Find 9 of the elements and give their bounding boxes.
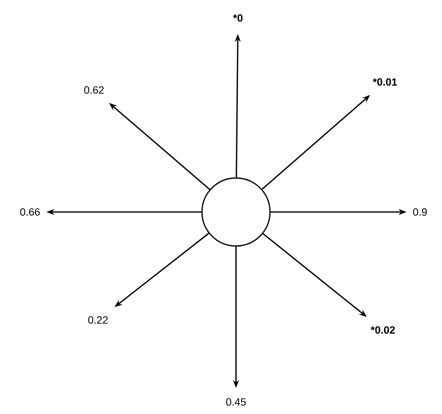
value-label: *0.02 — [370, 326, 395, 334]
circle-node — [201, 177, 271, 247]
value-label: 0.22 — [88, 316, 108, 324]
value-label: *0 — [233, 14, 243, 22]
value-label: 0.66 — [20, 208, 40, 216]
value-label: *0.01 — [372, 78, 397, 86]
value-label: 0.45 — [226, 398, 246, 406]
value-label: 0.9 — [413, 208, 427, 216]
value-label: 0.62 — [84, 86, 104, 94]
